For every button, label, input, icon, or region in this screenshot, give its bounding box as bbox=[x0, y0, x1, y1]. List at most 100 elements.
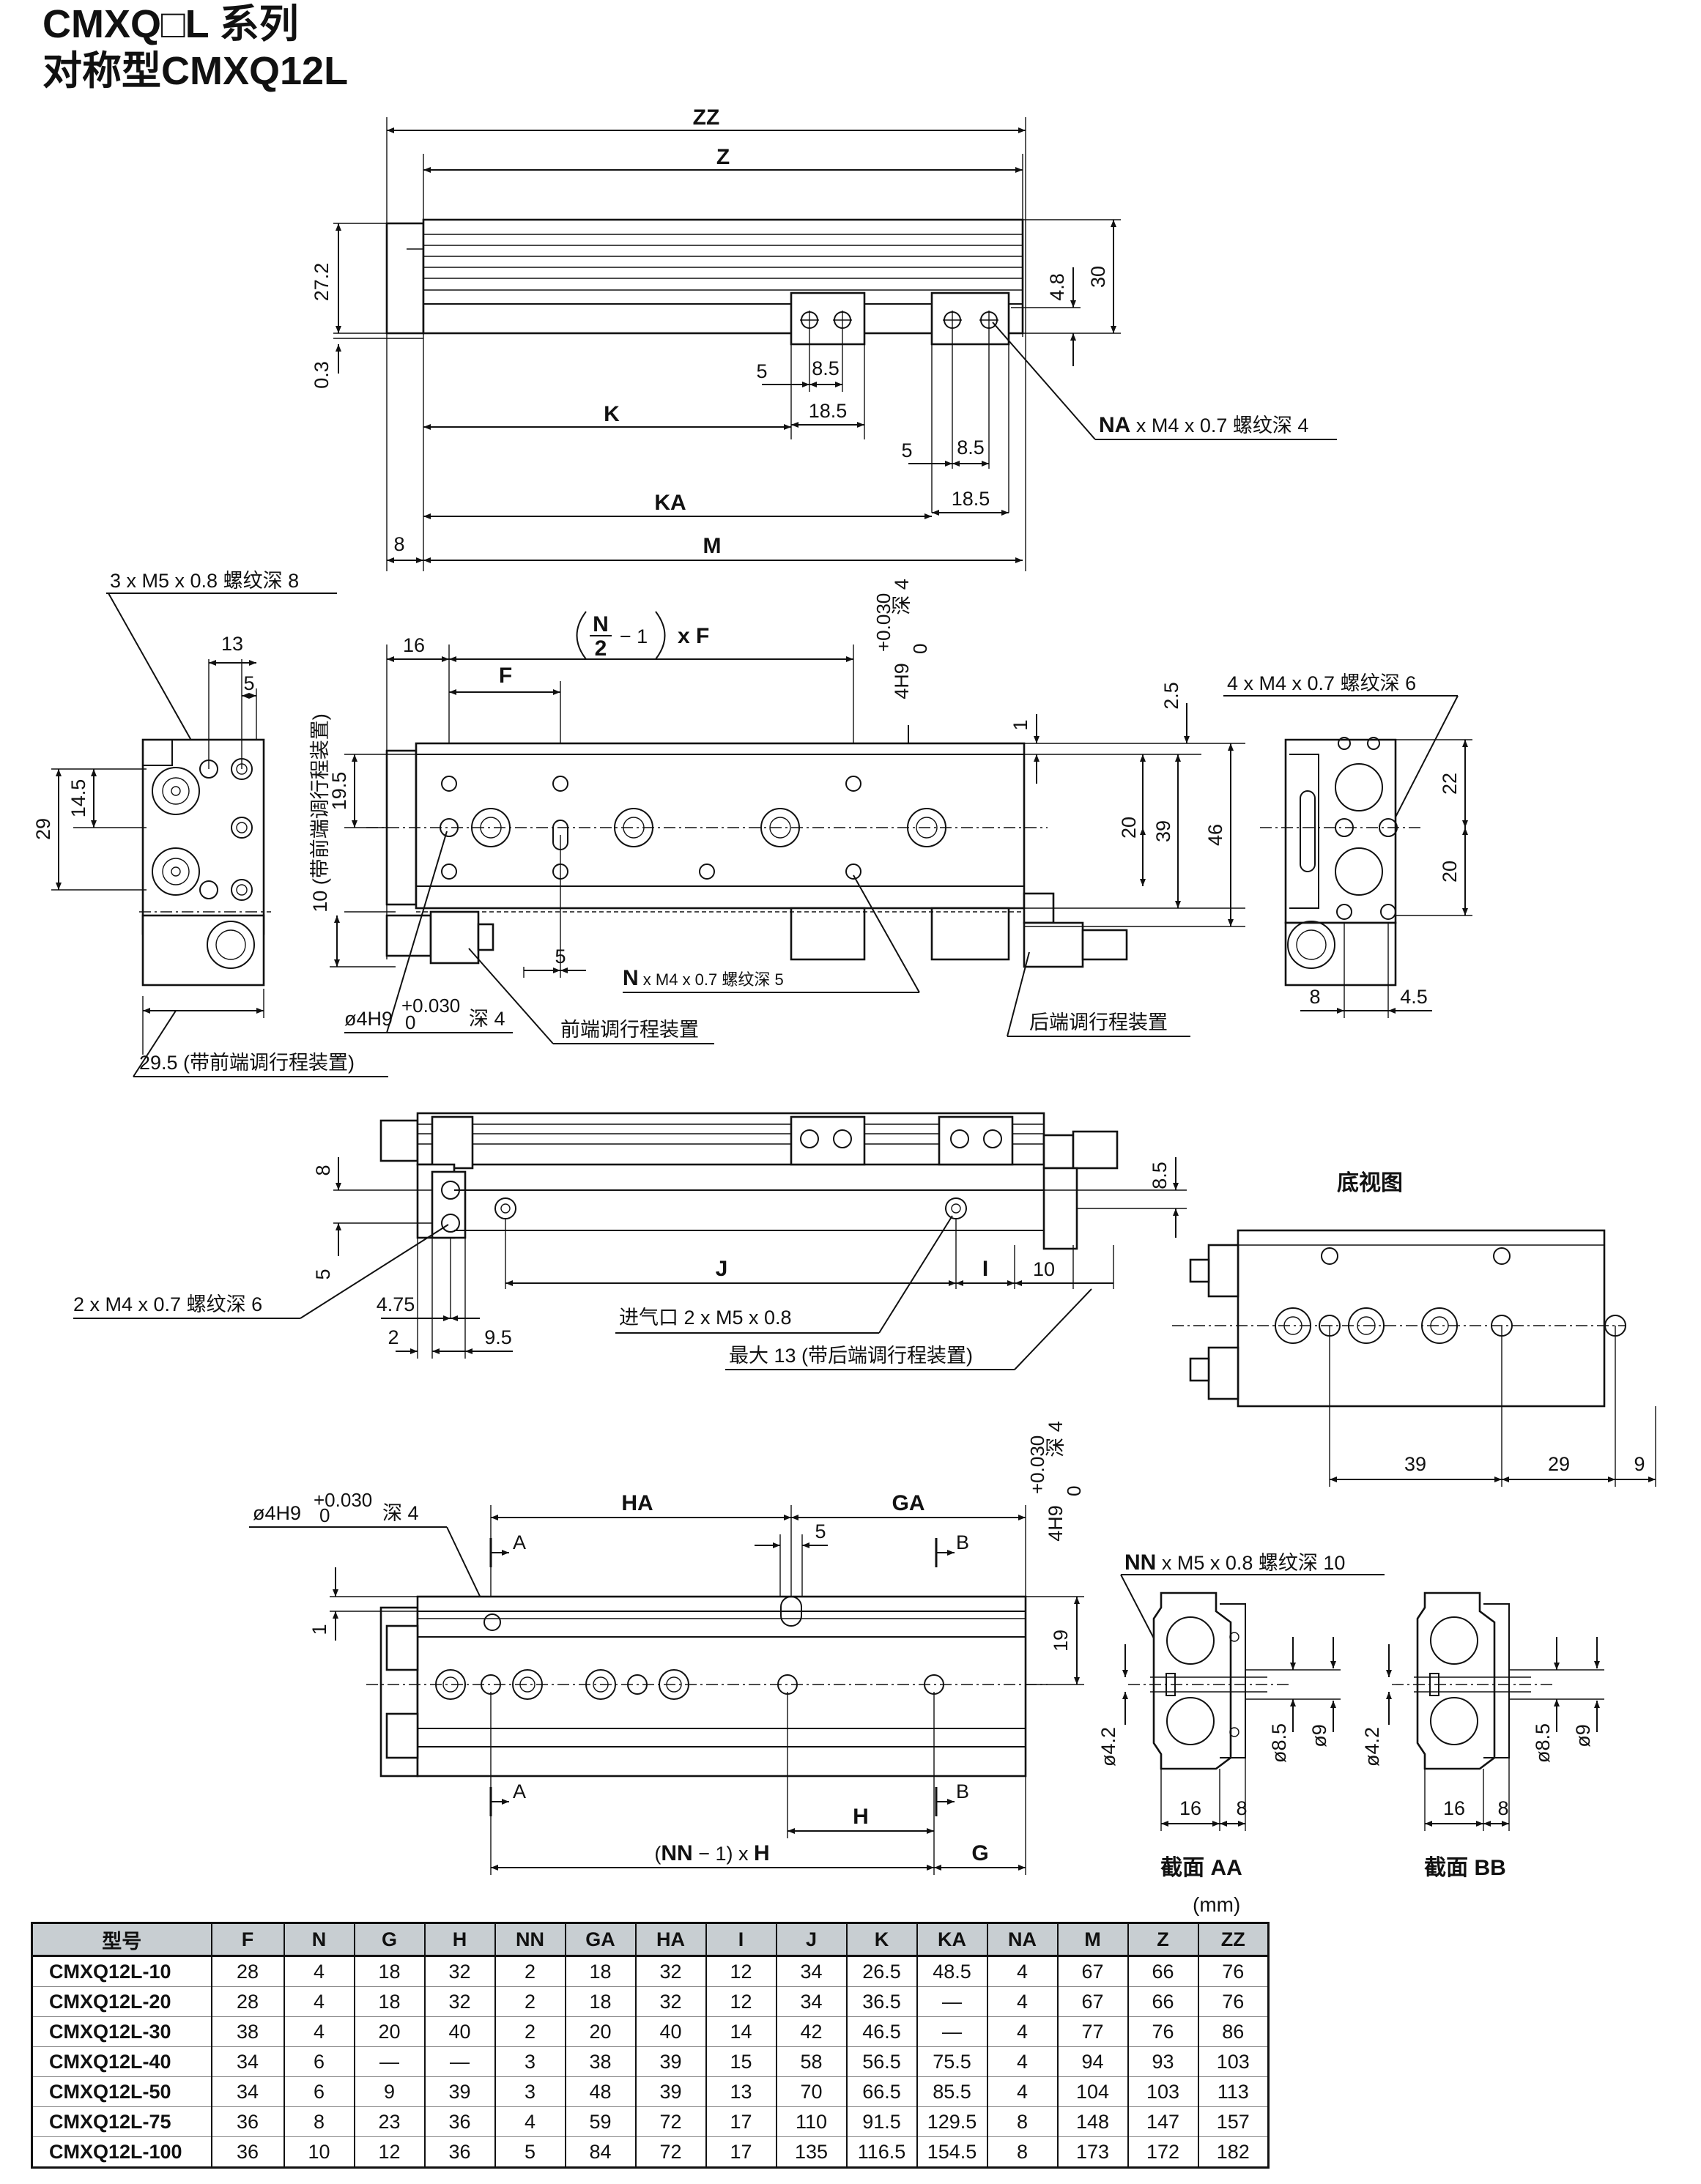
nn-note: x M5 x 0.8 螺纹深 10 bbox=[1156, 1552, 1345, 1574]
dim-j: J bbox=[716, 1257, 728, 1281]
table-cell: 34 bbox=[775, 1986, 848, 2017]
table-cell: 157 bbox=[1197, 2106, 1270, 2137]
dim-8-5-b: 8.5 bbox=[957, 437, 985, 458]
table-cell: 42 bbox=[775, 2016, 848, 2047]
table-cell: 15 bbox=[705, 2046, 777, 2077]
table-cell: 40 bbox=[634, 2016, 707, 2047]
table-cell: 32 bbox=[423, 1986, 496, 2017]
m5-callout: 3 x M5 x 0.8 螺纹深 8 bbox=[110, 570, 299, 592]
section-aa-label: 截面 AA bbox=[1160, 1856, 1242, 1880]
table-cell: 72 bbox=[634, 2136, 707, 2169]
dim-5-c: 5 bbox=[243, 672, 254, 694]
dim-ha: HA bbox=[621, 1491, 653, 1515]
table-cell: 4 bbox=[986, 2076, 1059, 2107]
table-cell: 6 bbox=[283, 2076, 355, 2107]
bottom-view: 底视图 39 29 9 bbox=[1172, 1171, 1656, 1487]
dim-5-a: 5 bbox=[756, 360, 767, 382]
phi4-b-tol-top: +0.030 bbox=[314, 1489, 372, 1511]
table-cell: 34 bbox=[775, 1955, 848, 1987]
table-cell: — bbox=[916, 1986, 988, 2017]
table-cell: 17 bbox=[705, 2106, 777, 2137]
table-cell: 70 bbox=[775, 2076, 848, 2107]
aa-dim-8-5: ø8.5 bbox=[1268, 1723, 1290, 1763]
table-header-cell: ZZ bbox=[1197, 1922, 1270, 1957]
nn-open: ( bbox=[654, 1843, 661, 1865]
dim-39-b: 39 bbox=[1404, 1453, 1426, 1475]
table-header-cell: 型号 bbox=[31, 1922, 212, 1957]
unit-label: (mm) bbox=[1193, 1893, 1241, 1916]
dim-m: M bbox=[703, 534, 722, 558]
table-cell: 4 bbox=[283, 1986, 355, 2017]
aa-dim-8: 8 bbox=[1236, 1797, 1247, 1819]
dim-4-8: 4.8 bbox=[1046, 273, 1068, 301]
table-cell: 66 bbox=[1127, 1986, 1199, 2017]
table-cell: 48 bbox=[564, 2076, 637, 2107]
nn-h-callout: (NN − 1) x H bbox=[654, 1841, 769, 1865]
phi4-a: ø4H9 bbox=[344, 1008, 393, 1030]
table-cell: — bbox=[916, 2016, 988, 2047]
table-cell: 28 bbox=[210, 1986, 285, 2017]
dim-2: 2 bbox=[388, 1326, 399, 1348]
table-cell: 182 bbox=[1197, 2136, 1270, 2169]
table-cell: 28 bbox=[210, 1955, 285, 1987]
dim-9: 9 bbox=[1634, 1453, 1645, 1475]
front-adj-label: 前端调行程装置 bbox=[560, 1019, 699, 1041]
dim-29-b: 29 bbox=[1548, 1453, 1570, 1475]
dim-f: F bbox=[499, 664, 512, 688]
table-cell: 32 bbox=[634, 1986, 707, 2017]
dim-19: 19 bbox=[1050, 1630, 1072, 1652]
table-cell: 6 bbox=[283, 2046, 355, 2077]
dim-i: I bbox=[982, 1257, 988, 1281]
table-cell: 13 bbox=[705, 2076, 777, 2107]
inlet-callout: 进气口 2 x M5 x 0.8 bbox=[619, 1307, 792, 1329]
table-cell: 147 bbox=[1127, 2106, 1199, 2137]
table-cell: 4 bbox=[986, 2046, 1059, 2077]
table-cell: 172 bbox=[1127, 2136, 1199, 2169]
table-cell: 12 bbox=[353, 2136, 426, 2169]
table-cell: 94 bbox=[1056, 2046, 1129, 2077]
table-cell: 46.5 bbox=[845, 2016, 918, 2047]
table-cell: 34 bbox=[210, 2076, 285, 2107]
dim-h: H bbox=[853, 1805, 869, 1829]
table-cell: 67 bbox=[1056, 1955, 1129, 1987]
bb-dim-4-2: ø4.2 bbox=[1361, 1727, 1383, 1767]
table-cell: 34 bbox=[210, 2046, 285, 2077]
na-note: x M4 x 0.7 螺纹深 4 bbox=[1130, 415, 1308, 437]
table-cell: 135 bbox=[775, 2136, 848, 2169]
h9-b: 4H9 bbox=[1045, 1505, 1067, 1542]
table-cell: 4 bbox=[494, 2106, 566, 2137]
table-cell-model: CMXQ12L-30 bbox=[31, 2016, 212, 2047]
dim-20-a: 20 bbox=[1118, 817, 1140, 839]
m4-callout-right: 4 x M4 x 0.7 螺纹深 6 bbox=[1227, 672, 1416, 694]
nf-xf: x F bbox=[678, 624, 709, 648]
nn-callout: NN x M5 x 0.8 螺纹深 10 bbox=[1124, 1550, 1345, 1575]
table-cell: 18 bbox=[564, 1986, 637, 2017]
dim-ga: GA bbox=[892, 1491, 925, 1515]
dim-8-c: 8 bbox=[312, 1165, 334, 1175]
table-cell: 129.5 bbox=[916, 2106, 988, 2137]
table-header-cell: K bbox=[845, 1922, 918, 1957]
dim-z: Z bbox=[716, 145, 730, 169]
nn-label: NN bbox=[661, 1841, 692, 1865]
table-cell: 8 bbox=[283, 2106, 355, 2137]
table-cell: 32 bbox=[634, 1955, 707, 1987]
table-cell: — bbox=[423, 2046, 496, 2077]
h9-a-tol-bot: 0 bbox=[909, 644, 931, 654]
table-cell: 77 bbox=[1056, 2016, 1129, 2047]
dim-g: G bbox=[971, 1841, 988, 1865]
table-cell: 4 bbox=[986, 2016, 1059, 2047]
table-cell: 12 bbox=[705, 1986, 777, 2017]
bb-dim-16: 16 bbox=[1443, 1797, 1465, 1819]
table-cell: 2 bbox=[494, 1986, 566, 2017]
table-cell: 103 bbox=[1197, 2046, 1270, 2077]
table-cell: 10 bbox=[283, 2136, 355, 2169]
nf-minus-1: − 1 bbox=[620, 625, 648, 647]
table-cell: 103 bbox=[1127, 2076, 1199, 2107]
table-cell-model: CMXQ12L-75 bbox=[31, 2106, 212, 2137]
nn-prefix: NN bbox=[1124, 1550, 1156, 1575]
technical-drawing: ZZ Z 27.2 0.3 4.8 30 bbox=[32, 105, 1656, 1880]
table-cell: 154.5 bbox=[916, 2136, 988, 2169]
